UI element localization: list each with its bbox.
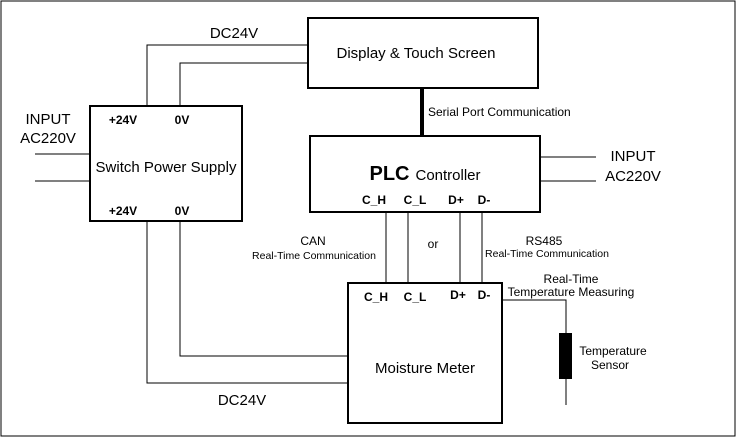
- dc24v-bottom-label: DC24V: [218, 392, 266, 409]
- display-touch-screen-box: [307, 17, 539, 89]
- input-right-line1: INPUT: [611, 148, 656, 165]
- mm-pin-d-plus: D+: [450, 288, 466, 302]
- can-comm-label: Real-Time Communication: [252, 250, 376, 262]
- ps-top-pin-neg: 0V: [175, 113, 190, 127]
- wire-dc24v-bottom-pos: [146, 221, 348, 384]
- plc-pin-c-l: C_L: [404, 193, 427, 207]
- wire-temperature-sensor: [502, 299, 567, 405]
- mm-pin-c-h: C_H: [364, 290, 388, 304]
- temp-measuring-line2: Temperature Measuring: [508, 285, 635, 299]
- sensor-label-line2: Sensor: [591, 358, 629, 372]
- display-label: Display & Touch Screen: [337, 45, 496, 62]
- switch-power-supply-box: [89, 105, 243, 222]
- mm-pin-d-minus: D-: [478, 288, 491, 302]
- plc-pin-c-h: C_H: [362, 193, 386, 207]
- moisture-meter-label: Moisture Meter: [375, 360, 475, 377]
- wire-dc24v-top-neg: [179, 62, 308, 106]
- temp-measuring-line1: Real-Time: [544, 272, 599, 286]
- plc-pin-d-minus: D-: [478, 193, 491, 207]
- plc-label: PLC Controller: [369, 163, 480, 185]
- power-supply-label: Switch Power Supply: [96, 159, 237, 176]
- plc-controller-box: [309, 135, 541, 213]
- or-label: or: [428, 237, 439, 251]
- moisture-meter-box: [347, 282, 503, 424]
- mm-pin-c-l: C_L: [404, 290, 427, 304]
- wire-dc24v-bottom-neg: [179, 221, 348, 357]
- rs485-comm-label: Real-Time Communication: [485, 248, 609, 260]
- serial-port-label: Serial Port Communication: [428, 105, 571, 119]
- plc-label-rest: Controller: [415, 167, 480, 184]
- ps-bottom-pin-pos: +24V: [109, 204, 137, 218]
- plc-label-bold: PLC: [369, 163, 409, 185]
- dc24v-top-label: DC24V: [210, 25, 258, 42]
- sensor-label-line1: Temperature: [579, 344, 647, 358]
- can-label: CAN: [300, 234, 325, 248]
- input-left-line1: INPUT: [26, 111, 71, 128]
- wire-dc24v-top-pos: [146, 44, 308, 106]
- plc-pin-d-plus: D+: [448, 193, 464, 207]
- input-right-line2: AC220V: [605, 168, 661, 185]
- input-left-line2: AC220V: [20, 130, 76, 147]
- ps-top-pin-pos: +24V: [109, 113, 137, 127]
- rs485-label: RS485: [526, 234, 563, 248]
- ps-bottom-pin-neg: 0V: [175, 204, 190, 218]
- temperature-sensor-probe: [559, 333, 572, 379]
